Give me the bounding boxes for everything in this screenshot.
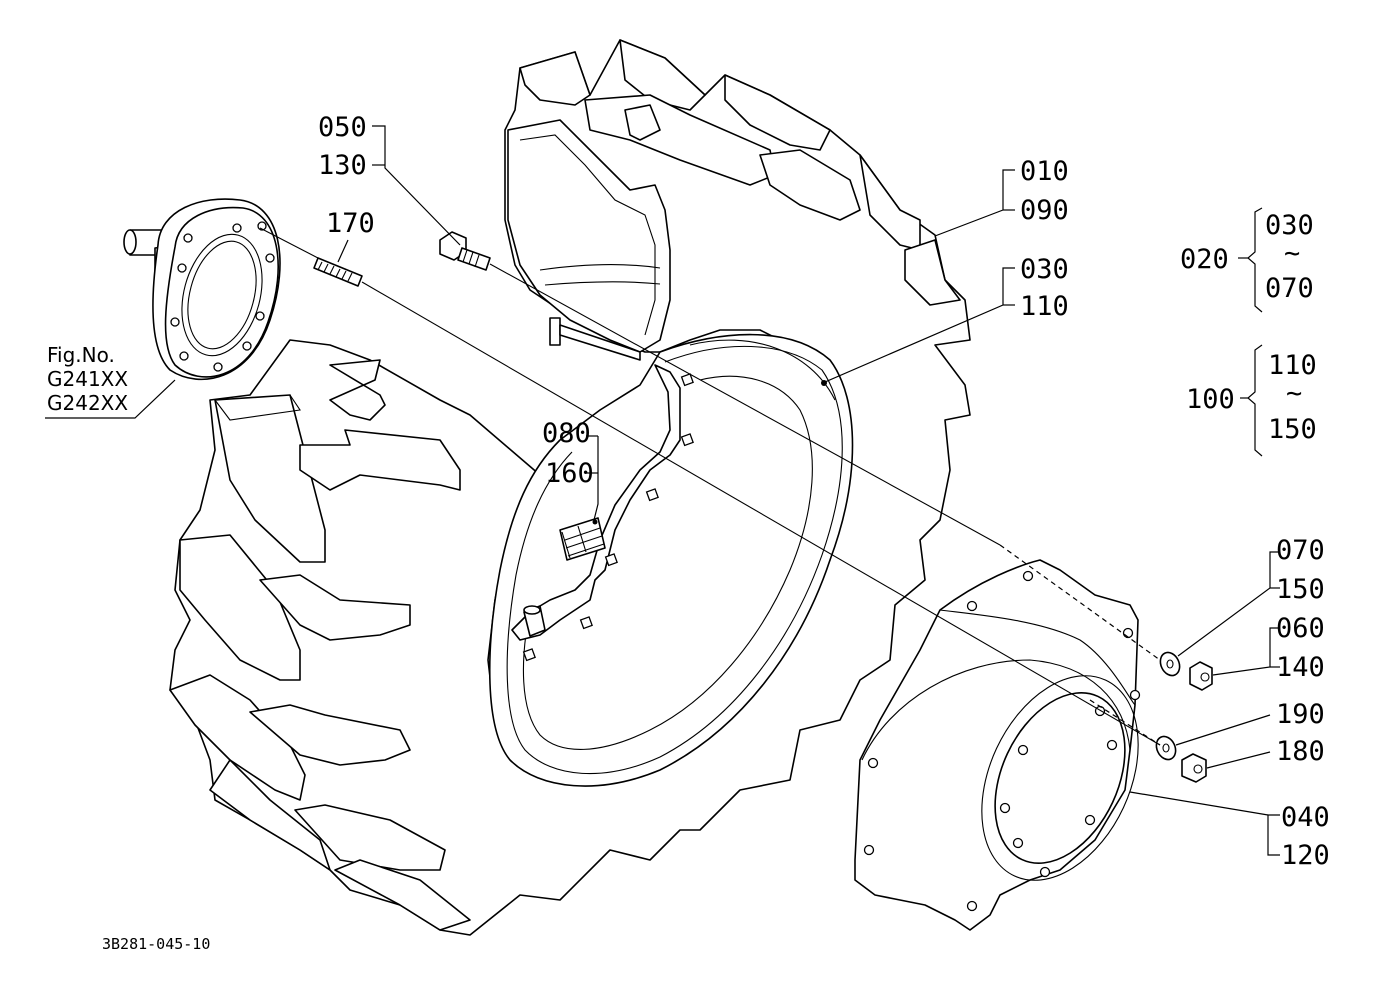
tire — [169, 39, 971, 936]
callout-010: 010 — [1020, 156, 1069, 187]
callout-090: 090 — [1020, 195, 1069, 226]
callout-150: 150 — [1276, 574, 1325, 605]
callout-100-range-tilde: ~ — [1286, 378, 1302, 409]
callout-100: 100 — [1186, 384, 1235, 415]
callout-020-range-end: 070 — [1265, 273, 1314, 304]
callout-080: 080 — [542, 418, 591, 449]
axle-hub-flange — [123, 198, 281, 381]
nut-upper — [1189, 661, 1213, 691]
wheel-disc-holes — [863, 570, 1141, 912]
callout-160: 160 — [545, 458, 594, 489]
tire-cutaway-section — [507, 119, 671, 353]
callout-040: 040 — [1281, 802, 1330, 833]
callout-070: 070 — [1276, 535, 1325, 566]
hex-bolt — [439, 231, 491, 271]
washer-upper — [1159, 651, 1181, 677]
rim — [489, 333, 854, 787]
callout-100-range-end: 150 — [1268, 414, 1317, 445]
rim-bolt-slots — [522, 373, 694, 662]
callout-020-range-start: 030 — [1265, 210, 1314, 241]
callout-050: 050 — [318, 112, 367, 143]
valve-stem — [523, 605, 546, 637]
fig-ref-code-2: G242XX — [47, 391, 128, 415]
callout-140: 140 — [1276, 652, 1325, 683]
drawing-code: 3B281-045-10 — [102, 935, 210, 953]
callout-labels: 050 130 170 010 090 030 110 020 030 ~ 07… — [318, 112, 1330, 871]
range-brace-020 — [1238, 207, 1263, 313]
callout-190: 190 — [1276, 699, 1325, 730]
rim-centre-opening — [511, 364, 681, 641]
wheel-disc — [854, 559, 1141, 931]
range-brace-100 — [1240, 344, 1263, 457]
callout-020: 020 — [1180, 244, 1229, 275]
callout-100-range-start: 110 — [1268, 350, 1317, 381]
callout-020-range-tilde: ~ — [1284, 238, 1300, 269]
nut-lower — [1181, 753, 1207, 783]
callout-120: 120 — [1281, 840, 1330, 871]
stud-bolt — [313, 257, 363, 287]
callout-130: 130 — [318, 150, 367, 181]
leader-lines — [45, 125, 1280, 856]
rim-outer-flange — [489, 333, 854, 787]
callout-110: 110 — [1020, 291, 1069, 322]
fig-ref-title: Fig.No. — [47, 343, 115, 367]
figure-reference: Fig.No. G241XX G242XX — [47, 343, 128, 415]
callout-180: 180 — [1276, 736, 1325, 767]
fig-ref-code-1: G241XX — [47, 367, 128, 391]
tire-tread-lugs-top — [519, 39, 961, 306]
callout-030: 030 — [1020, 254, 1069, 285]
assembly-axis-lines — [259, 227, 1161, 746]
washer-lower — [1155, 735, 1177, 761]
rim-decal — [559, 517, 606, 561]
callout-060: 060 — [1276, 613, 1325, 644]
callout-170: 170 — [326, 208, 375, 239]
tire-tread-lugs-left — [169, 359, 471, 931]
